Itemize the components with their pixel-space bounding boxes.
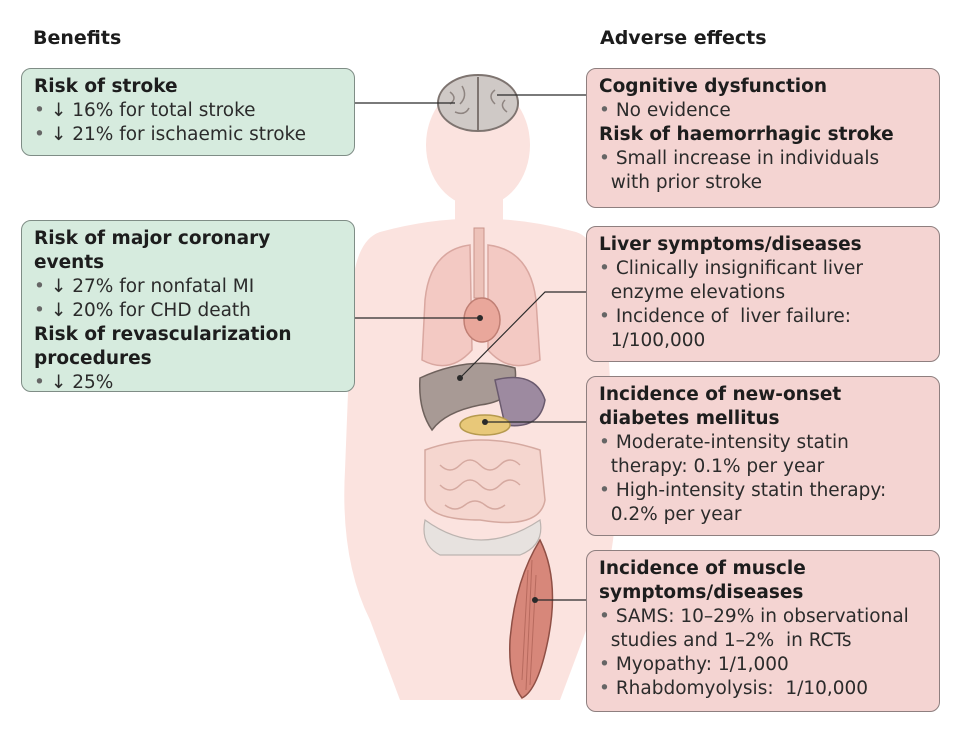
box-subtitle: procedures: [34, 348, 152, 369]
box-title: Liver symptoms/diseases: [599, 234, 862, 255]
bullet-item: • ↓ 16% for total stroke: [34, 100, 256, 121]
bullet-item: • SAMS: 10–29% in observational: [599, 606, 909, 627]
box-title-line2: symptoms/diseases: [599, 582, 804, 603]
connector-lines: [355, 94, 586, 601]
box-subtitle: Risk of revascularization: [34, 324, 292, 345]
heart-lungs-icon: [421, 227, 541, 367]
bullet-item-continued: enzyme elevations: [610, 282, 786, 303]
benefits-heading: Benefits: [33, 27, 122, 49]
bullet-item: • ↓ 27% for nonfatal MI: [34, 276, 255, 297]
box-title: Cognitive dysfunction: [599, 76, 828, 97]
intestine-icon: [423, 439, 546, 556]
bullet-item: • Moderate-intensity statin: [599, 432, 849, 453]
adverse-box-liver: Liver symptoms/diseases • Clinically ins…: [586, 226, 940, 362]
connector-dots: [457, 315, 538, 603]
adverse-box-diabetes: Incidence of new-onset diabetes mellitus…: [586, 376, 940, 536]
bullet-item: • Incidence of liver failure:: [599, 306, 851, 327]
bullet-item-continued: studies and 1–2% in RCTs: [610, 630, 852, 651]
bullet-item-continued: therapy: 0.1% per year: [610, 456, 825, 477]
bullet-item: • Clinically insignificant liver: [599, 258, 863, 279]
bullet-item-continued: 0.2% per year: [610, 504, 742, 525]
benefit-box-coronary: Risk of major coronary events • ↓ 27% fo…: [21, 220, 355, 393]
bullet-item: • ↓ 25%: [34, 372, 114, 393]
brain-icon: [437, 74, 519, 132]
bullet-item: • Myopathy: 1/1,000: [599, 654, 789, 675]
box-title: Risk of stroke: [34, 76, 178, 97]
box-title: Risk of major coronary events: [34, 228, 271, 273]
bullet-item: • ↓ 21% for ischaemic stroke: [34, 124, 306, 145]
box-title: Incidence of new-onset: [599, 384, 842, 405]
bullet-item: • ↓ 20% for CHD death: [34, 300, 251, 321]
bullet-item-continued: 1/100,000: [610, 330, 706, 351]
muscle-icon: [509, 538, 554, 699]
liver-icon: [419, 362, 546, 432]
bullet-item: • Small increase in individuals: [599, 148, 880, 169]
bullet-item: • High-intensity statin therapy:: [599, 480, 887, 501]
box-title: Incidence of muscle: [599, 558, 806, 579]
adverse-effects-heading: Adverse effects: [600, 27, 767, 49]
benefit-box-stroke: Risk of stroke • ↓ 16% for total stroke …: [21, 68, 355, 156]
bullet-item: • No evidence: [599, 100, 731, 121]
adverse-box-cognitive: Cognitive dysfunction • No evidence Risk…: [586, 68, 940, 208]
box-subtitle: Risk of haemorrhagic stroke: [599, 124, 894, 145]
bullet-item-continued: with prior stroke: [610, 172, 763, 193]
adverse-box-muscle: Incidence of muscle symptoms/diseases • …: [586, 550, 940, 712]
bullet-item: • Rhabdomyolysis: 1/10,000: [599, 678, 869, 699]
box-title-line2: diabetes mellitus: [599, 408, 780, 429]
